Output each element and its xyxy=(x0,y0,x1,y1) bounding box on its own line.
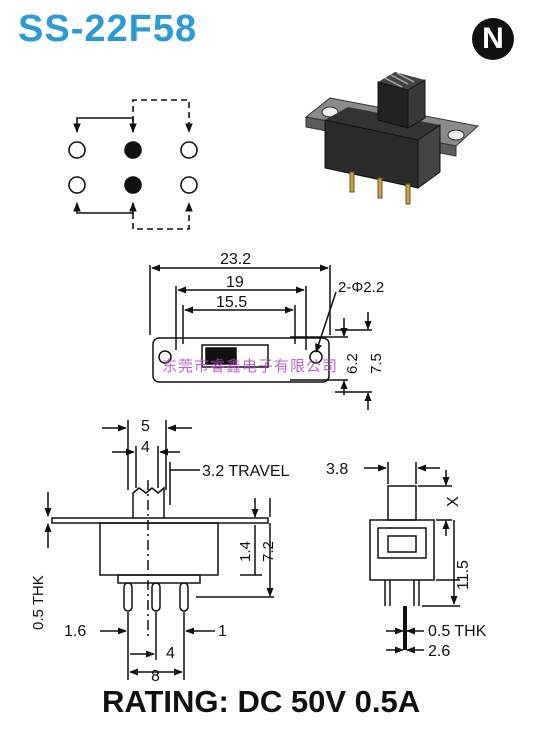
dim-travel-label: 3.2 TRAVEL xyxy=(202,463,290,480)
top-view-drawing xyxy=(149,264,372,410)
terminal-common xyxy=(124,176,142,194)
dim-body-a-label: 1.4 xyxy=(237,541,254,562)
dim-actuator-inner-label: 4 xyxy=(141,439,150,456)
dim-holes-label: 19 xyxy=(226,274,244,291)
side-dim-pin-label: 2.6 xyxy=(428,643,450,660)
dim-body-b-label: 7.2 xyxy=(260,541,277,562)
company-watermark: 东莞市睿鑫电子有限公司 xyxy=(162,358,339,375)
dim-overall-label: 23.2 xyxy=(220,251,251,268)
terminal-circle xyxy=(180,141,198,159)
side-dim-thk-label: 0.5 THK xyxy=(428,623,487,640)
part-number-title: SS-22F58 xyxy=(18,8,198,50)
dim-hole-dia-label: 2-Φ2.2 xyxy=(338,279,384,296)
terminal-circle xyxy=(180,176,198,194)
side-dim-x-label: X xyxy=(445,496,462,507)
terminal-common xyxy=(124,141,142,159)
front-view-drawing xyxy=(44,420,274,680)
side-view-drawing xyxy=(364,462,460,654)
dim-pin-span-label: 8 xyxy=(151,668,160,685)
dim-thk-label: 0.5 THK xyxy=(30,575,47,630)
terminal-circle xyxy=(68,176,86,194)
dim-pin-pitch-label: 4 xyxy=(166,645,175,662)
dim-pin-left-label: 1.6 xyxy=(64,623,86,640)
brand-logo-icon: N xyxy=(472,18,514,60)
switch-3d-render xyxy=(304,72,480,205)
circuit-schematic xyxy=(68,99,198,230)
dim-actuator-label: 5 xyxy=(141,418,150,435)
side-dim-height-label: 11.5 xyxy=(455,560,472,590)
dim-pin-right-label: 1 xyxy=(218,623,227,640)
side-dim-width-label: 3.8 xyxy=(326,461,348,478)
dim-height-b-label: 7.5 xyxy=(368,353,385,374)
dim-height-a-label: 6.2 xyxy=(344,353,361,374)
terminal-circle xyxy=(68,141,86,159)
dim-slot-label: 15.5 xyxy=(216,294,247,311)
rating-text: RATING: DC 50V 0.5A xyxy=(102,684,421,719)
